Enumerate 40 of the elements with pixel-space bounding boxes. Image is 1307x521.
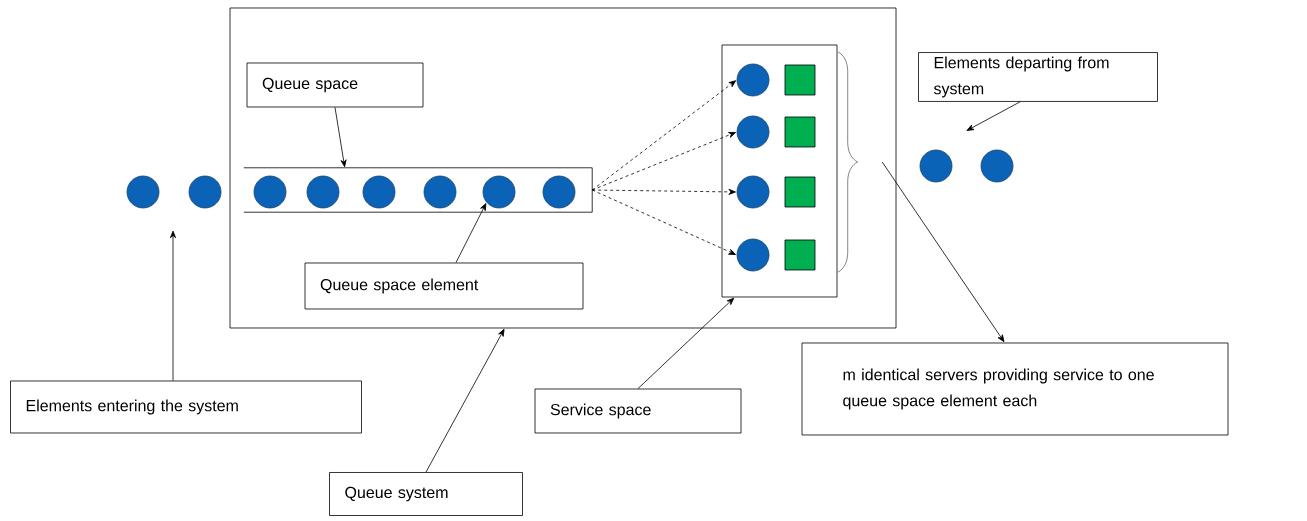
label-box: Queue space element — [304, 262, 584, 310]
circle — [253, 175, 287, 209]
dashed-arrow — [591, 132, 736, 191]
curly-brace — [837, 51, 858, 273]
circle — [736, 175, 770, 209]
arrow — [455, 203, 487, 263]
dashed-arrow — [591, 188, 736, 195]
frame-box — [721, 44, 838, 298]
circle — [542, 175, 576, 209]
circle — [306, 175, 340, 209]
arrow — [881, 161, 1005, 343]
label-box: Service space — [534, 388, 742, 434]
label-box: Queue space — [246, 62, 424, 108]
circle — [919, 149, 953, 183]
arrow — [966, 101, 1021, 131]
circle — [736, 63, 770, 97]
circle — [362, 175, 396, 209]
square — [784, 239, 816, 271]
dashed-arrow — [591, 189, 736, 255]
label-box: Queue system — [329, 472, 523, 516]
queue-tube — [243, 167, 593, 213]
arrow — [637, 297, 735, 389]
square — [784, 64, 816, 96]
arrow — [425, 328, 505, 473]
circle — [736, 238, 770, 272]
circle — [482, 175, 516, 209]
circle — [423, 175, 457, 209]
square — [784, 116, 816, 148]
label-box: Elements departing from system — [918, 52, 1158, 102]
circle — [736, 115, 770, 149]
circle — [126, 175, 160, 209]
square — [784, 176, 816, 208]
circle — [188, 175, 222, 209]
circle — [980, 149, 1014, 183]
arrow — [334, 107, 347, 168]
label-box: Elements entering the system — [10, 380, 362, 434]
arrow — [170, 230, 176, 381]
label-box: m identical servers providing service to one queue space element each — [801, 342, 1229, 436]
dashed-arrow — [591, 80, 737, 191]
frame-box — [229, 7, 897, 329]
